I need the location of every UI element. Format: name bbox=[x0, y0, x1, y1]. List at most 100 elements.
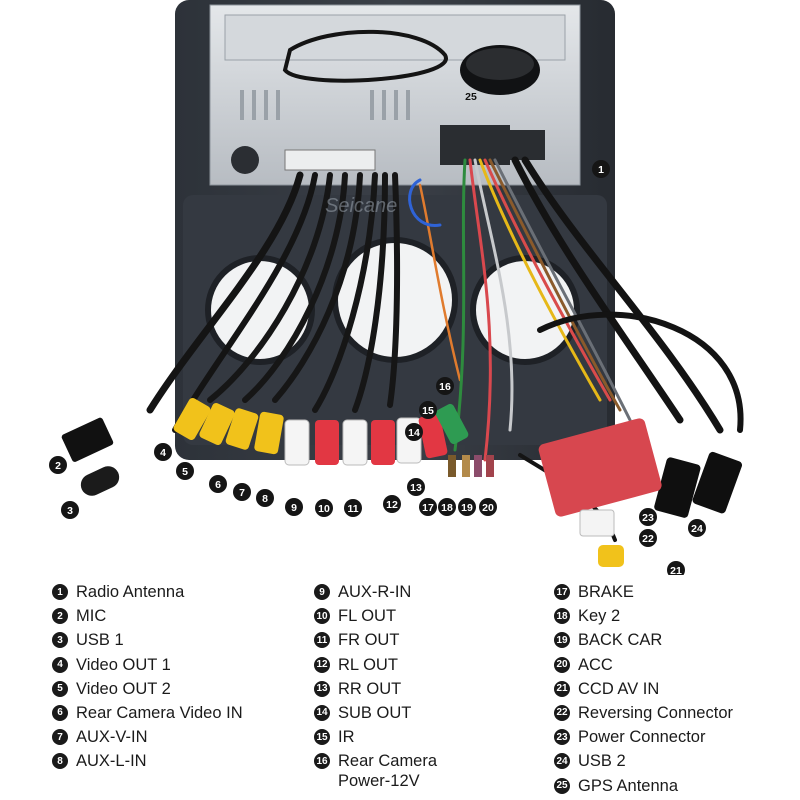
callout-number: 25 bbox=[465, 91, 477, 103]
callout-circle bbox=[458, 498, 476, 516]
callout-circle bbox=[639, 529, 657, 547]
callout-number: 24 bbox=[691, 523, 703, 535]
legend-number-badge: 20 bbox=[554, 656, 570, 673]
legend-label: MIC bbox=[76, 607, 107, 626]
callout-circle bbox=[419, 498, 437, 516]
callout-number: 9 bbox=[291, 502, 297, 514]
legend-label: Power Connector bbox=[578, 728, 706, 747]
callout-circle bbox=[436, 377, 454, 395]
callout-circle bbox=[405, 423, 423, 441]
callout-circle bbox=[285, 498, 303, 516]
callout-15: 15 bbox=[419, 401, 437, 419]
callout-number: 15 bbox=[422, 405, 434, 417]
legend-number-badge: 9 bbox=[314, 584, 330, 600]
legend-number-badge: 13 bbox=[314, 680, 330, 697]
callout-circle bbox=[667, 561, 685, 575]
legend-label: USB 1 bbox=[76, 631, 124, 650]
callout-number: 5 bbox=[182, 466, 188, 478]
legend-item: 24 USB 2 bbox=[554, 751, 733, 775]
callout-20: 20 bbox=[479, 498, 497, 516]
callout-circle bbox=[479, 498, 497, 516]
legend-label: GPS Antenna bbox=[578, 776, 678, 795]
power-connector-box bbox=[538, 418, 662, 537]
legend-number-badge: 6 bbox=[52, 704, 68, 721]
callout-number: 23 bbox=[642, 512, 654, 524]
legend-item: 19 BACK CAR bbox=[554, 630, 733, 654]
callout-circle bbox=[688, 519, 706, 537]
callout-number: 6 bbox=[215, 479, 221, 491]
callout-circle bbox=[639, 508, 657, 526]
legend-number-badge: 18 bbox=[554, 608, 570, 625]
callout-number: 3 bbox=[67, 505, 73, 517]
callout-number: 22 bbox=[642, 533, 654, 545]
callout-8: 8 bbox=[256, 489, 274, 507]
legend-label: Radio Antenna bbox=[76, 583, 185, 601]
callout-number: 7 bbox=[239, 487, 245, 499]
callout-number: 21 bbox=[670, 565, 682, 575]
legend-label: Rear Camera Video IN bbox=[76, 703, 243, 722]
callout-24: 24 bbox=[688, 519, 706, 537]
callout-circle bbox=[407, 478, 425, 496]
legend-item: 16 Rear Camera Power-12V bbox=[314, 751, 437, 790]
legend-label: BACK CAR bbox=[578, 631, 663, 650]
legend-number-badge: 24 bbox=[554, 753, 570, 770]
callout-18: 18 bbox=[438, 498, 456, 516]
callout-2: 2 bbox=[49, 456, 67, 474]
legend-number-badge: 15 bbox=[314, 729, 330, 746]
legend-number-badge: 1 bbox=[52, 584, 68, 600]
gps-antenna bbox=[282, 29, 540, 95]
callout-circle bbox=[256, 489, 274, 507]
callout-10: 10 bbox=[315, 499, 333, 517]
callout-circle bbox=[315, 499, 333, 517]
callout-circle bbox=[49, 456, 67, 474]
rca-connectors bbox=[173, 398, 624, 567]
legend-number-badge: 3 bbox=[52, 632, 68, 649]
legend-label: Rear Camera Power-12V bbox=[338, 752, 438, 791]
callout-23: 23 bbox=[639, 508, 657, 526]
legend-item: 18 Key 2 bbox=[554, 606, 733, 630]
legend-label: AUX-V-IN bbox=[76, 728, 148, 747]
callout-14: 14 bbox=[405, 423, 423, 441]
legend-label: FL OUT bbox=[338, 607, 397, 626]
callout-number: 8 bbox=[262, 493, 268, 505]
legend-number-badge: 7 bbox=[52, 729, 68, 746]
legend-number-badge: 17 bbox=[554, 584, 570, 600]
legend-label: Key 2 bbox=[578, 607, 621, 626]
legend-label: ACC bbox=[578, 655, 613, 674]
callout-circle bbox=[592, 160, 610, 178]
callout-circle bbox=[344, 499, 362, 517]
callout-number: 20 bbox=[482, 502, 494, 514]
callout-21: 21 bbox=[667, 561, 685, 575]
callout-number: 11 bbox=[347, 503, 358, 515]
legend-number-badge: 21 bbox=[554, 680, 570, 697]
callout-circle bbox=[383, 495, 401, 513]
callout-25: 25 bbox=[465, 91, 477, 103]
legend-label: BRAKE bbox=[578, 583, 634, 601]
usb-and-mic-plugs bbox=[61, 417, 743, 518]
legend-label: SUB OUT bbox=[338, 703, 412, 722]
legend-number-badge: 16 bbox=[314, 753, 330, 770]
legend-label: USB 2 bbox=[578, 752, 626, 771]
legend-number-badge: 12 bbox=[314, 656, 330, 673]
callout-3: 3 bbox=[61, 501, 79, 519]
callout-circle bbox=[176, 462, 194, 480]
legend-label: FR OUT bbox=[338, 631, 400, 650]
legend-number-badge: 14 bbox=[314, 704, 330, 721]
legend-number-badge: 19 bbox=[554, 632, 570, 649]
legend-item: 3 USB 1 bbox=[52, 630, 243, 654]
callout-number: 2 bbox=[55, 460, 61, 472]
cable-bundle bbox=[146, 156, 744, 542]
legend-label: Video OUT 1 bbox=[76, 655, 171, 674]
